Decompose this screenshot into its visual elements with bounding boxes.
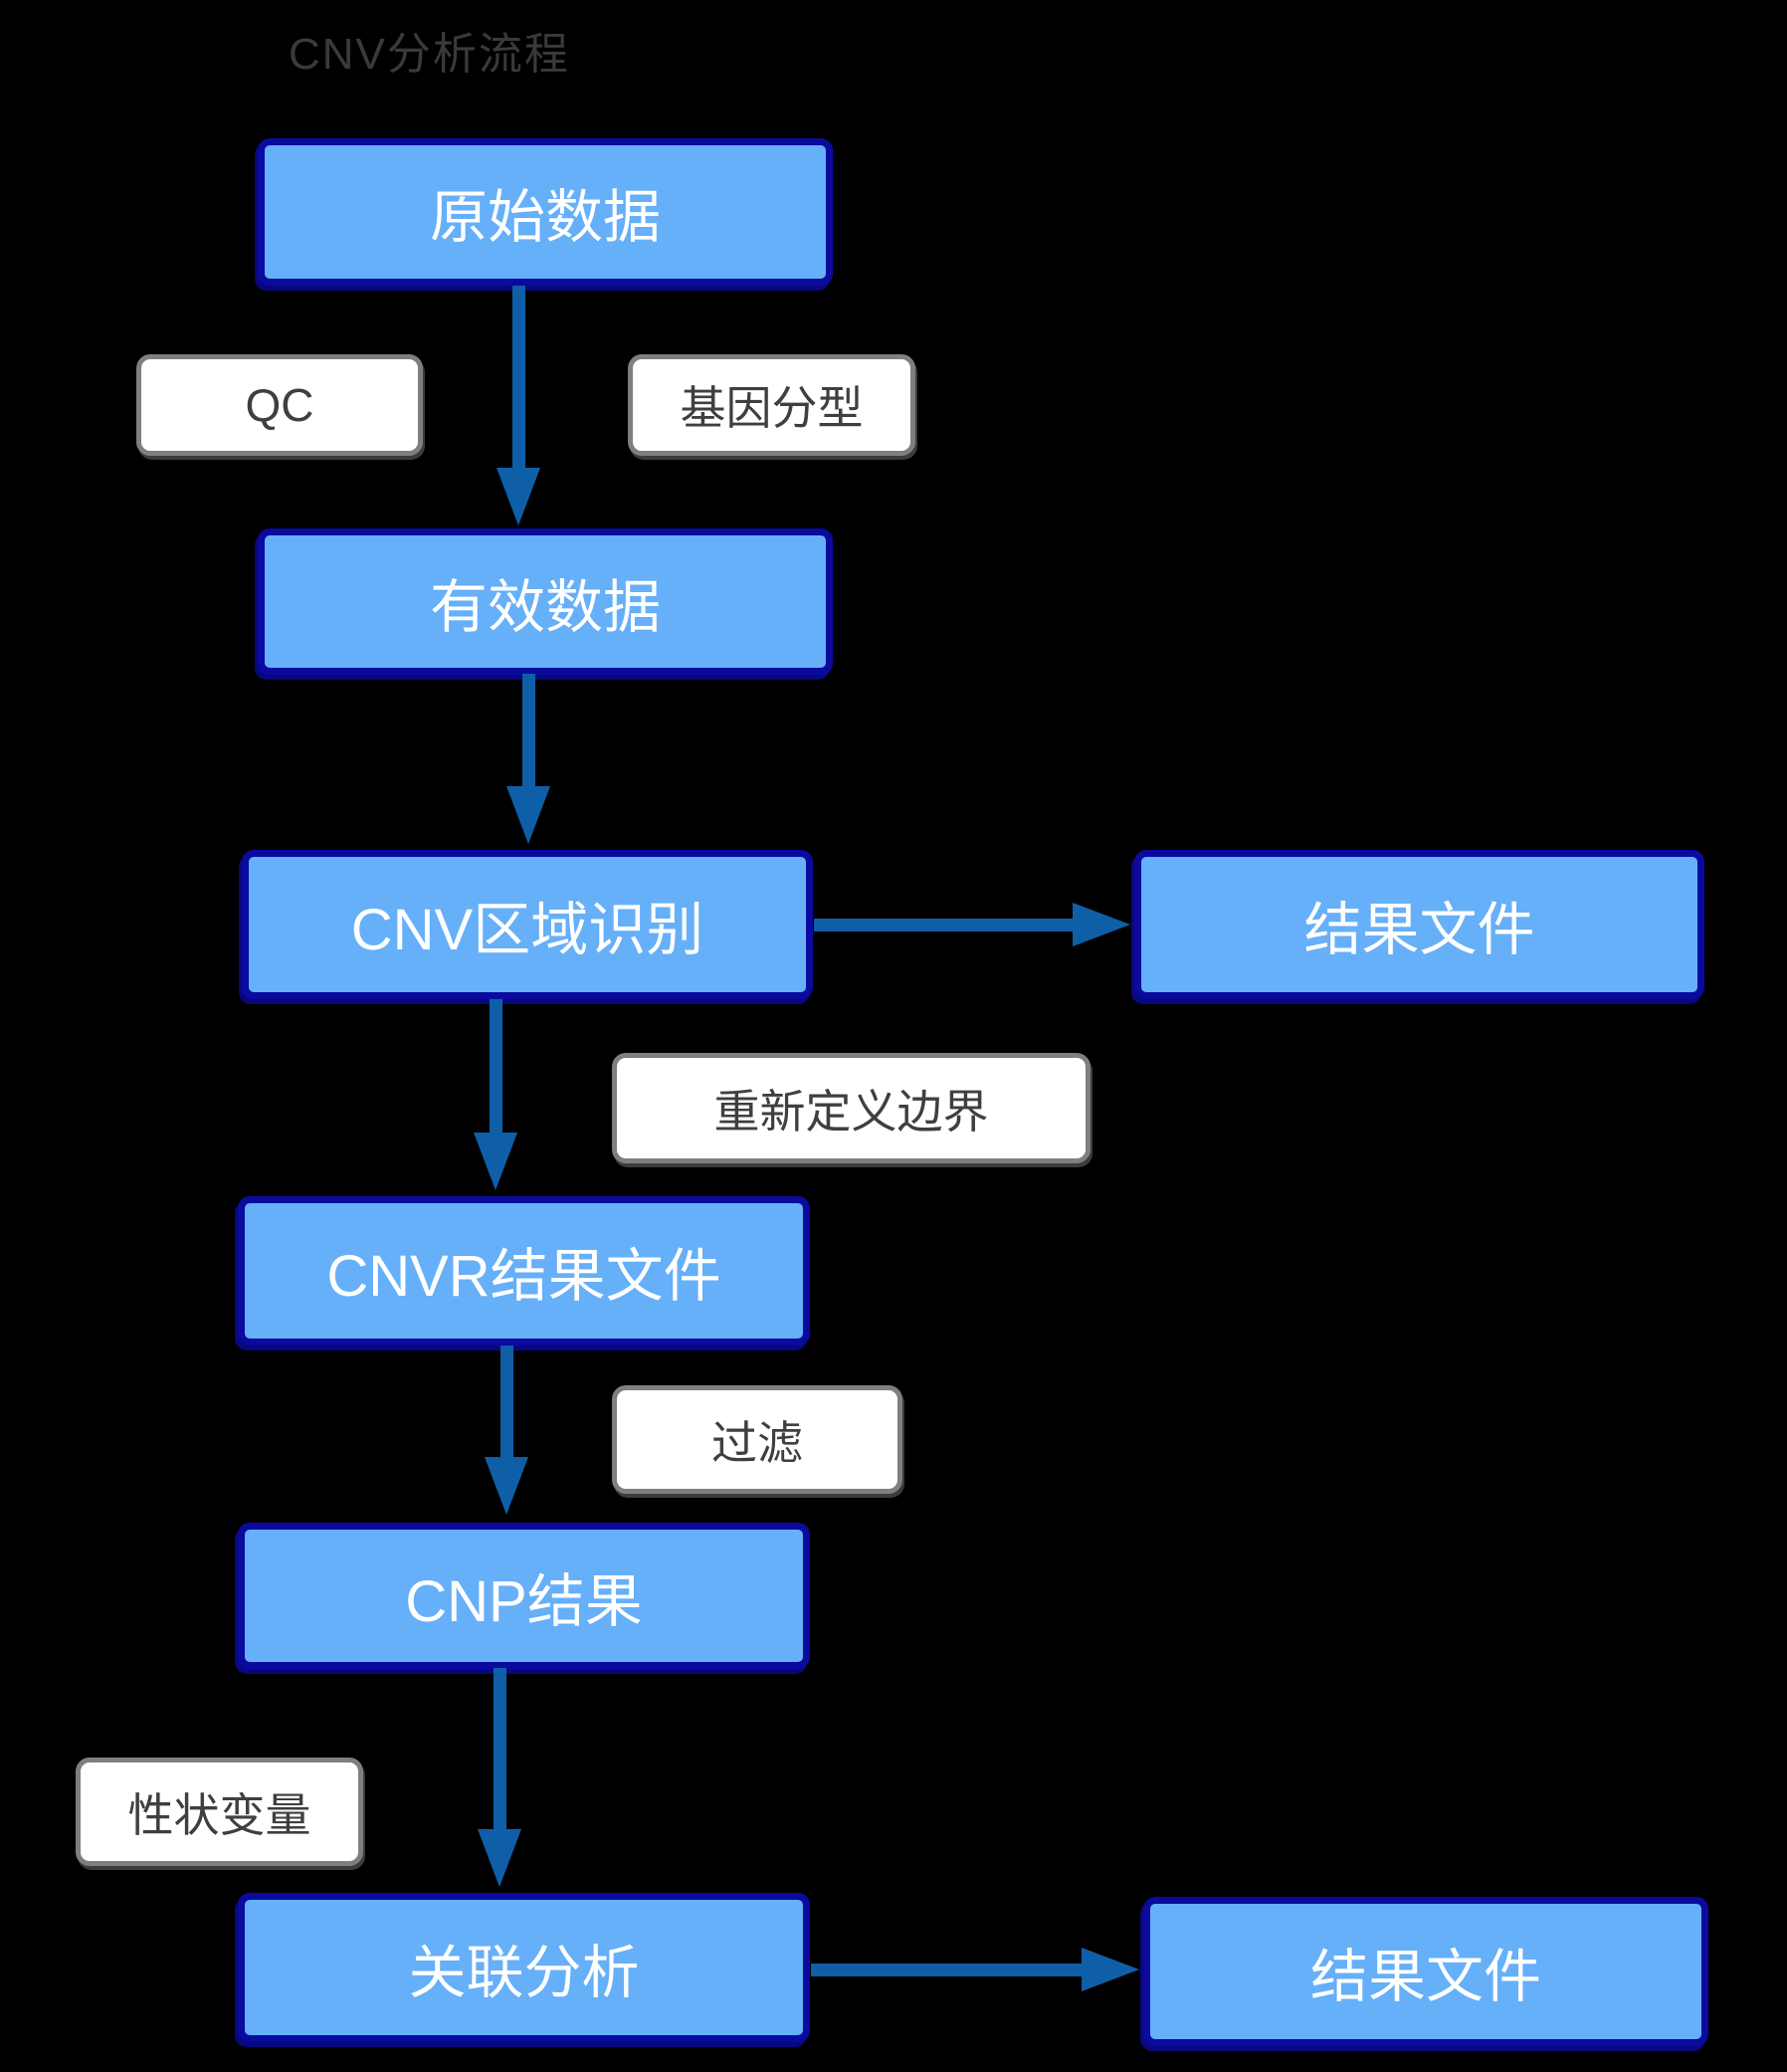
arrow-cnvregion-to-result bbox=[814, 919, 1073, 932]
node-cnv-region-label: CNV区域识别 bbox=[350, 898, 704, 962]
edge-label-genotyping-text: 基因分型 bbox=[680, 382, 864, 434]
edge-label-genotyping: 基因分型 bbox=[628, 354, 915, 456]
arrow-cnvregion-to-result-head-icon bbox=[1073, 903, 1130, 946]
edge-label-trait-variable: 性状变量 bbox=[76, 1758, 363, 1866]
node-association-analysis: 关联分析 bbox=[238, 1893, 810, 2042]
edge-label-qc: QC bbox=[136, 354, 423, 456]
node-association-label: 关联分析 bbox=[408, 1941, 640, 2005]
node-raw-data: 原始数据 bbox=[258, 138, 833, 286]
edge-label-redefine-boundary: 重新定义边界 bbox=[612, 1053, 1091, 1163]
node-result-file-top: 结果文件 bbox=[1134, 850, 1704, 999]
node-cnv-region-identification: CNV区域识别 bbox=[242, 850, 813, 999]
node-valid-data: 有效数据 bbox=[258, 528, 833, 675]
arrow-raw-to-valid-head-icon bbox=[496, 468, 540, 525]
arrow-cnvr-to-cnp bbox=[500, 1346, 513, 1457]
arrow-cnvr-to-cnp-head-icon bbox=[485, 1457, 528, 1515]
node-valid-data-label: 有效数据 bbox=[429, 574, 661, 640]
arrow-cnp-to-association-head-icon bbox=[478, 1829, 521, 1887]
arrow-cnp-to-association bbox=[494, 1668, 506, 1829]
arrow-valid-to-cnvregion-head-icon bbox=[506, 786, 550, 844]
node-result-file-top-label: 结果文件 bbox=[1303, 898, 1535, 962]
arrow-cnvregion-to-cnvr-head-icon bbox=[474, 1133, 517, 1190]
diagram-title: CNV分析流程 bbox=[289, 30, 570, 79]
edge-label-filter-text: 过滤 bbox=[711, 1416, 803, 1469]
node-raw-data-label: 原始数据 bbox=[429, 185, 661, 250]
arrow-association-to-result bbox=[811, 1964, 1082, 1976]
node-cnvr-result-file: CNVR结果文件 bbox=[238, 1196, 810, 1346]
edge-label-qc-text: QC bbox=[245, 379, 314, 431]
edge-label-filter: 过滤 bbox=[612, 1385, 902, 1494]
arrow-cnvregion-to-cnvr bbox=[490, 999, 502, 1133]
node-cnvr-result-label: CNVR结果文件 bbox=[326, 1244, 721, 1309]
arrow-association-to-result-head-icon bbox=[1082, 1948, 1139, 1991]
edge-label-trait-text: 性状变量 bbox=[127, 1788, 311, 1841]
edge-label-redefine-text: 重新定义边界 bbox=[713, 1085, 989, 1138]
arrow-raw-to-valid bbox=[512, 286, 525, 468]
node-result-file-bottom: 结果文件 bbox=[1143, 1897, 1708, 2046]
arrow-valid-to-cnvregion bbox=[522, 674, 535, 786]
node-result-file-bottom-label: 结果文件 bbox=[1309, 1945, 1541, 2009]
node-cnp-result-label: CNP结果 bbox=[405, 1568, 643, 1634]
node-cnp-result: CNP结果 bbox=[238, 1523, 810, 1669]
